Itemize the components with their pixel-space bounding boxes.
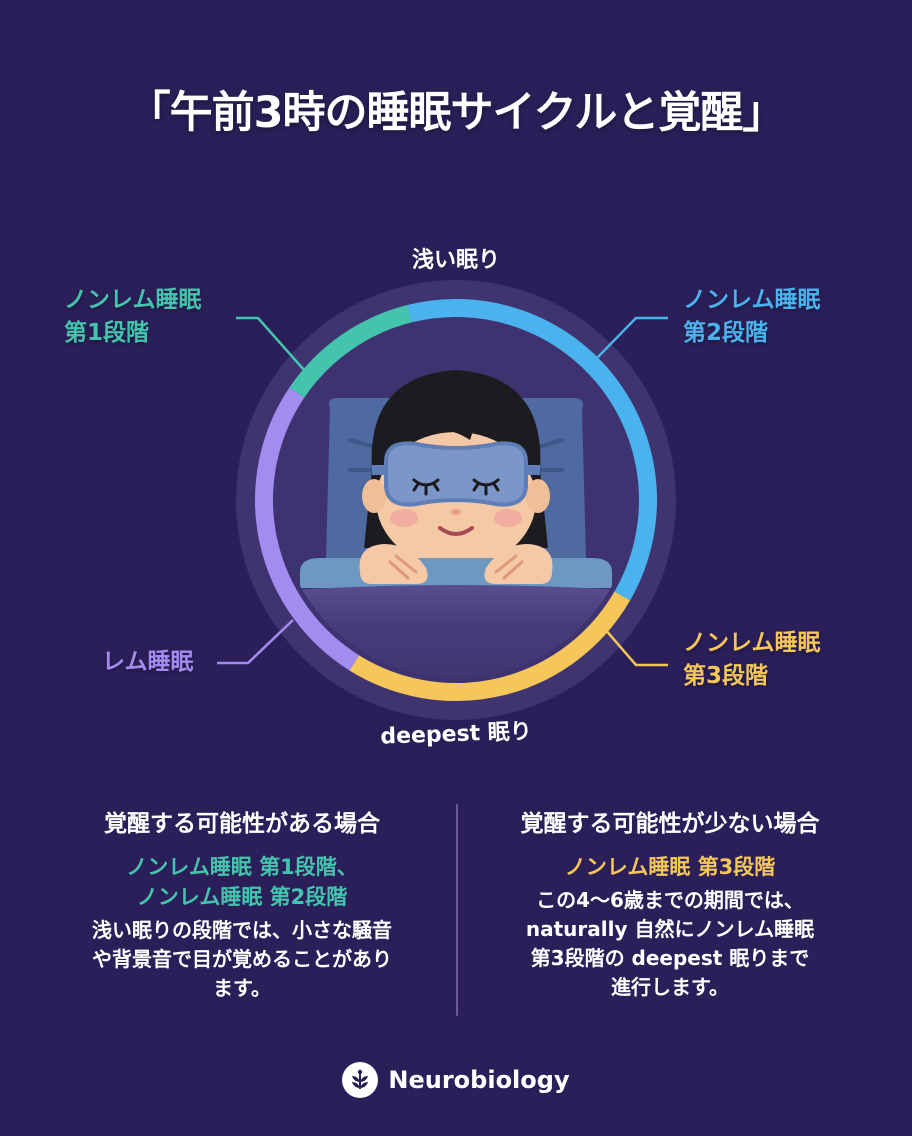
page-title: 「午前3時の睡眠サイクルと覚醒」	[127, 88, 786, 138]
leader-line-nrem2	[596, 316, 668, 359]
awakening-unlikely-heading: 覚醒する可能性が少ない場合	[520, 811, 820, 837]
label-nrem-stage2: ノンレム睡眠 第2段階	[683, 287, 821, 346]
light-sleep-label: 浅い眠り	[411, 248, 500, 273]
awakening-likely-column: 覚醒する可能性がある場合 ノンレム睡眠 第1段階、 ノンレム睡眠 第2段階 浅い…	[42, 808, 442, 1003]
column-divider	[456, 804, 458, 1016]
ring-segment-nrem3	[349, 591, 631, 701]
ring-segment-nrem1	[289, 304, 412, 398]
awakening-unlikely-column: 覚醒する可能性が少ない場合 ノンレム睡眠 第3段階 この4〜6歳までの期間では、…	[470, 808, 870, 1002]
ring-segment-nrem2	[407, 299, 657, 601]
label-nrem-stage3: ノンレム睡眠 第3段階	[683, 630, 821, 689]
sleep-stage-ring	[255, 299, 657, 701]
leader-line-nrem1	[236, 316, 306, 372]
leader-line-nrem3	[603, 627, 668, 667]
sprout-leaf-icon	[342, 1062, 379, 1098]
awakening-likely-heading: 覚醒する可能性がある場合	[104, 811, 380, 837]
label-nrem-stage1: ノンレム睡眠 第1段階	[64, 287, 202, 346]
footer-brand: Neurobiology	[0, 1062, 912, 1098]
awakening-unlikely-stage: ノンレム睡眠 第3段階	[564, 855, 776, 879]
ring-segment-rem	[255, 387, 360, 671]
label-rem: レム睡眠	[102, 649, 194, 675]
leader-line-rem	[217, 619, 294, 665]
awakening-likely-description: 浅い眠りの段階では、小さな騒音 や背景音で目が覚めることがあり ます。	[92, 918, 392, 1000]
awakening-unlikely-description: この4〜6歳までの期間では、 naturally 自然にノンレム睡眠 第3段階の…	[525, 888, 815, 999]
sleeping-child-with-eye-mask-icon	[290, 370, 622, 678]
awakening-likely-stages: ノンレム睡眠 第1段階、 ノンレム睡眠 第2段階	[126, 855, 358, 909]
sleep-cycle-diagram	[217, 280, 676, 720]
brand-name: Neurobiology	[388, 1066, 570, 1094]
